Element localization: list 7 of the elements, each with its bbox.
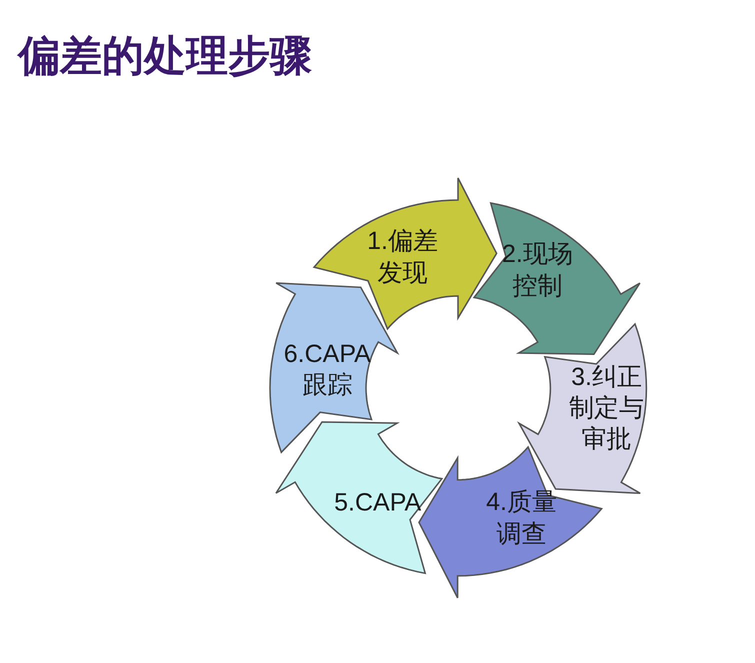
step-label: 2.现场控制 — [500, 239, 574, 302]
title: 偏差的处理步骤 — [18, 31, 312, 81]
step-label: 1.偏差发现 — [366, 226, 439, 288]
step-label: 5.CAPA — [333, 487, 422, 518]
step-label: 3.纠正制定与审批 — [568, 362, 646, 456]
step-label: 6.CAPA跟踪 — [282, 338, 372, 401]
step-label: 4.质量调查 — [485, 487, 558, 550]
